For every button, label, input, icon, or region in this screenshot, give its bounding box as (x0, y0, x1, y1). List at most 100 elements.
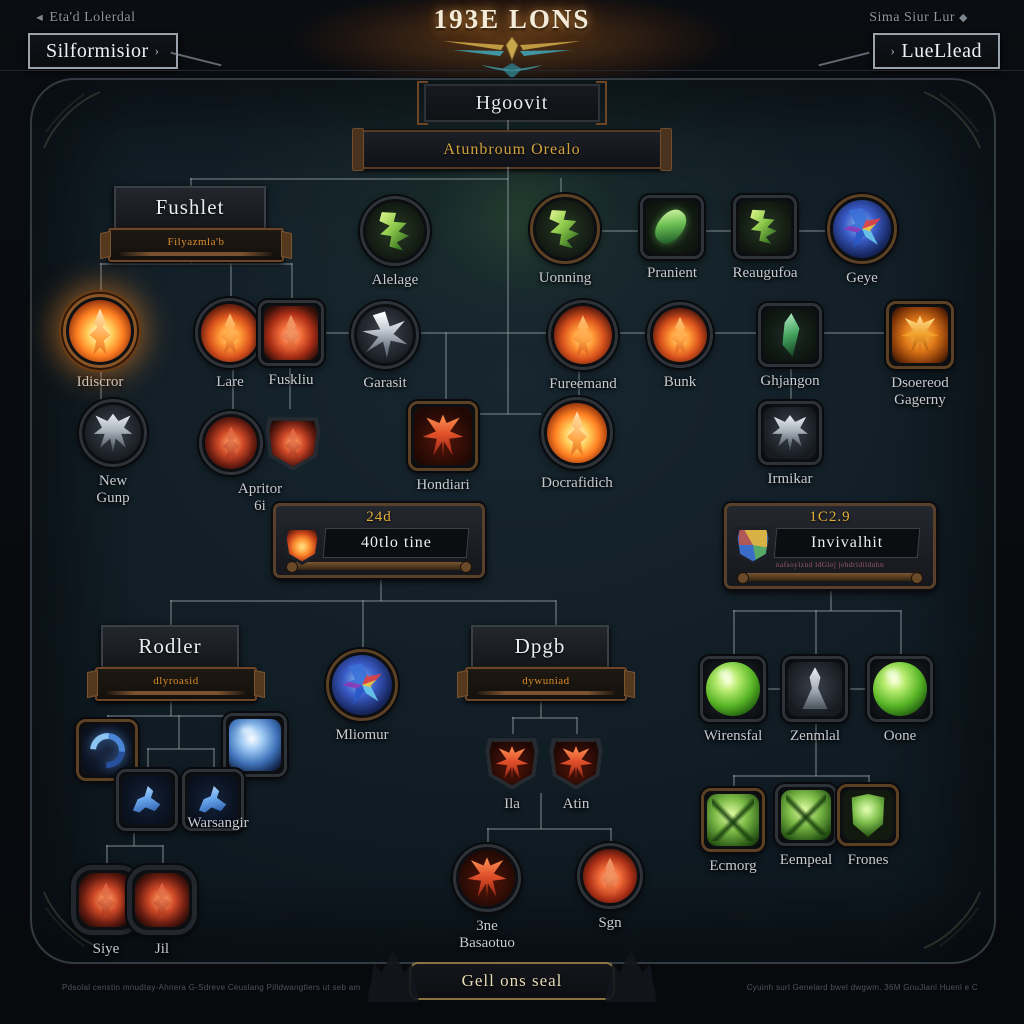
connector-line (170, 695, 172, 716)
green-facet-gem-icon (701, 788, 765, 852)
fire-orb-icon (199, 411, 263, 475)
connector-line (848, 688, 869, 690)
skill-node-garasit[interactable]: Garasit (333, 301, 437, 392)
right-nav-button[interactable]: › LueLlead (872, 33, 1000, 69)
skill-node-reaugufoa[interactable]: Reaugufoa (713, 195, 817, 282)
connector-line (107, 715, 256, 717)
skill-node-uonning[interactable]: Uonning (513, 194, 617, 287)
skill-node-bunk[interactable]: Bunk (628, 302, 732, 391)
footer-note-left: Pdsolal censtin mnudtay-Ahnera G-Sdreve … (62, 983, 361, 992)
connector-line (147, 748, 214, 750)
silver-dragon-icon (79, 399, 147, 467)
banner-rod (286, 561, 472, 573)
green-facet-gem-icon (775, 784, 837, 846)
connector-line (815, 610, 817, 655)
ember-seal-icon (127, 865, 197, 935)
connector-line (733, 775, 869, 777)
skill-node-zenmlal[interactable]: Zenmlal (763, 656, 867, 745)
group-title: Fushlet (114, 186, 266, 229)
skill-node-pranient[interactable]: Pranient (620, 195, 724, 282)
skill-node-fuskliu[interactable]: Fuskliu (239, 300, 343, 389)
skill-node-jil[interactable]: Jil (110, 865, 214, 958)
connector-line (362, 600, 364, 649)
skill-node-dsoereod[interactable]: Dsoereod Gagerny (868, 301, 972, 410)
node-label: Geye (846, 270, 878, 286)
tree-title-label: Hgoovit (475, 91, 549, 114)
fire-orb-icon (548, 300, 618, 370)
skill-node-eempeal[interactable]: Eempeal (754, 784, 858, 869)
green-insect-icon (733, 195, 797, 259)
connector-line (289, 362, 291, 409)
skill-node-ecmorg[interactable]: Ecmorg (681, 788, 785, 875)
group-header-fushlet[interactable]: Fushlet Filyazmla'b (107, 186, 285, 262)
connector-line (790, 364, 792, 401)
skill-node-mliomur[interactable]: Mliomur (310, 649, 414, 744)
connector-line (815, 718, 817, 776)
group-header-dpgb[interactable]: Dpgb dywuniad (465, 625, 627, 701)
connector-line (230, 263, 232, 299)
group-subtitle-plate: dywuniad (465, 667, 627, 701)
skill-node-wirensfal[interactable]: Wirensfal (681, 656, 785, 745)
node-label: Lare (216, 374, 244, 390)
connector-line (507, 120, 509, 130)
connector-line (540, 793, 542, 829)
connector-line (830, 580, 832, 611)
connector-line (868, 775, 870, 785)
group-header-rodler[interactable]: Rodler dlyroasid (95, 625, 257, 701)
skill-node-idiscror[interactable]: Idiscror (48, 294, 152, 391)
left-nav-button[interactable]: Silformisior › (28, 33, 178, 69)
frost-beast-icon (116, 769, 178, 831)
divider-ornament-icon (481, 63, 543, 79)
skill-node-basaotuo[interactable]: 3ne Basaotuo (435, 844, 539, 953)
skill-node-warsangir-beast1[interactable] (95, 769, 199, 831)
connector-line (560, 178, 562, 196)
button-ribbon-tail (818, 51, 870, 67)
node-label: Docrafidich (541, 475, 613, 491)
back-link[interactable]: ◄ Eta'd Lolerdal (34, 10, 136, 26)
skill-node-ghjangon[interactable]: Ghjangon (738, 303, 842, 390)
skill-node-fureemand[interactable]: Fureemand (531, 300, 635, 393)
connector-line (733, 610, 901, 612)
skill-node-oone[interactable]: Oone (848, 656, 952, 745)
node-label: Frones (847, 852, 889, 868)
points-banner-left[interactable]: 24d 40tlo tine (273, 503, 485, 578)
connector-line (702, 230, 736, 232)
tree-banner[interactable]: Atunbroum Orealo (352, 128, 672, 171)
connector-line (213, 748, 215, 773)
skill-node-docrafidich[interactable]: Docrafidich (525, 397, 629, 492)
connector-line (190, 178, 508, 180)
page-title: 193E LONS (433, 4, 591, 34)
skill-node-apritor[interactable]: Apritor 6i (199, 411, 321, 516)
skill-node-ila[interactable]: Ila (460, 736, 564, 813)
skill-node-warsangir-orb[interactable] (203, 713, 307, 777)
connector-line (477, 413, 541, 415)
green-shield-gem-icon (837, 784, 899, 846)
bright-flame-icon (541, 397, 613, 469)
connector-line (797, 230, 831, 232)
skill-node-alelage[interactable]: Alelage (343, 196, 447, 289)
frost-beast-icon (182, 769, 244, 831)
skill-node-irmikar[interactable]: Irmikar (738, 401, 842, 488)
connector-line (822, 332, 886, 334)
connector-line (133, 825, 135, 846)
connector-line (106, 845, 163, 847)
skill-node-atin[interactable]: Atin (524, 736, 628, 813)
chevron-right-icon: › (154, 43, 160, 58)
seal-button[interactable]: Gell ons seal (367, 950, 615, 1002)
skill-node-warsangir-beast2[interactable] (161, 769, 265, 831)
skill-node-newgunp[interactable]: New Gunp (61, 399, 165, 508)
connector-line (712, 332, 759, 334)
skill-node-sgn[interactable]: Sgn (558, 843, 662, 932)
skill-node-geye[interactable]: Geye (810, 194, 914, 287)
fire-orb-icon (647, 302, 713, 368)
secondary-link[interactable]: Sima Siur Lur ◆ (869, 10, 968, 26)
tree-title-box[interactable]: Hgoovit (417, 81, 607, 125)
prismatic-orb-icon (326, 649, 398, 721)
points-banner-right[interactable]: 1C2.9 Invivalhit nafsoylznd ldGlej jehdr… (724, 503, 936, 589)
connector-line (100, 360, 102, 401)
node-label: Alelage (371, 272, 419, 288)
skill-node-hondiari[interactable]: Hondiari (391, 401, 495, 494)
green-insect-orb-icon (530, 194, 600, 264)
skill-node-frones[interactable]: Frones (816, 784, 920, 869)
